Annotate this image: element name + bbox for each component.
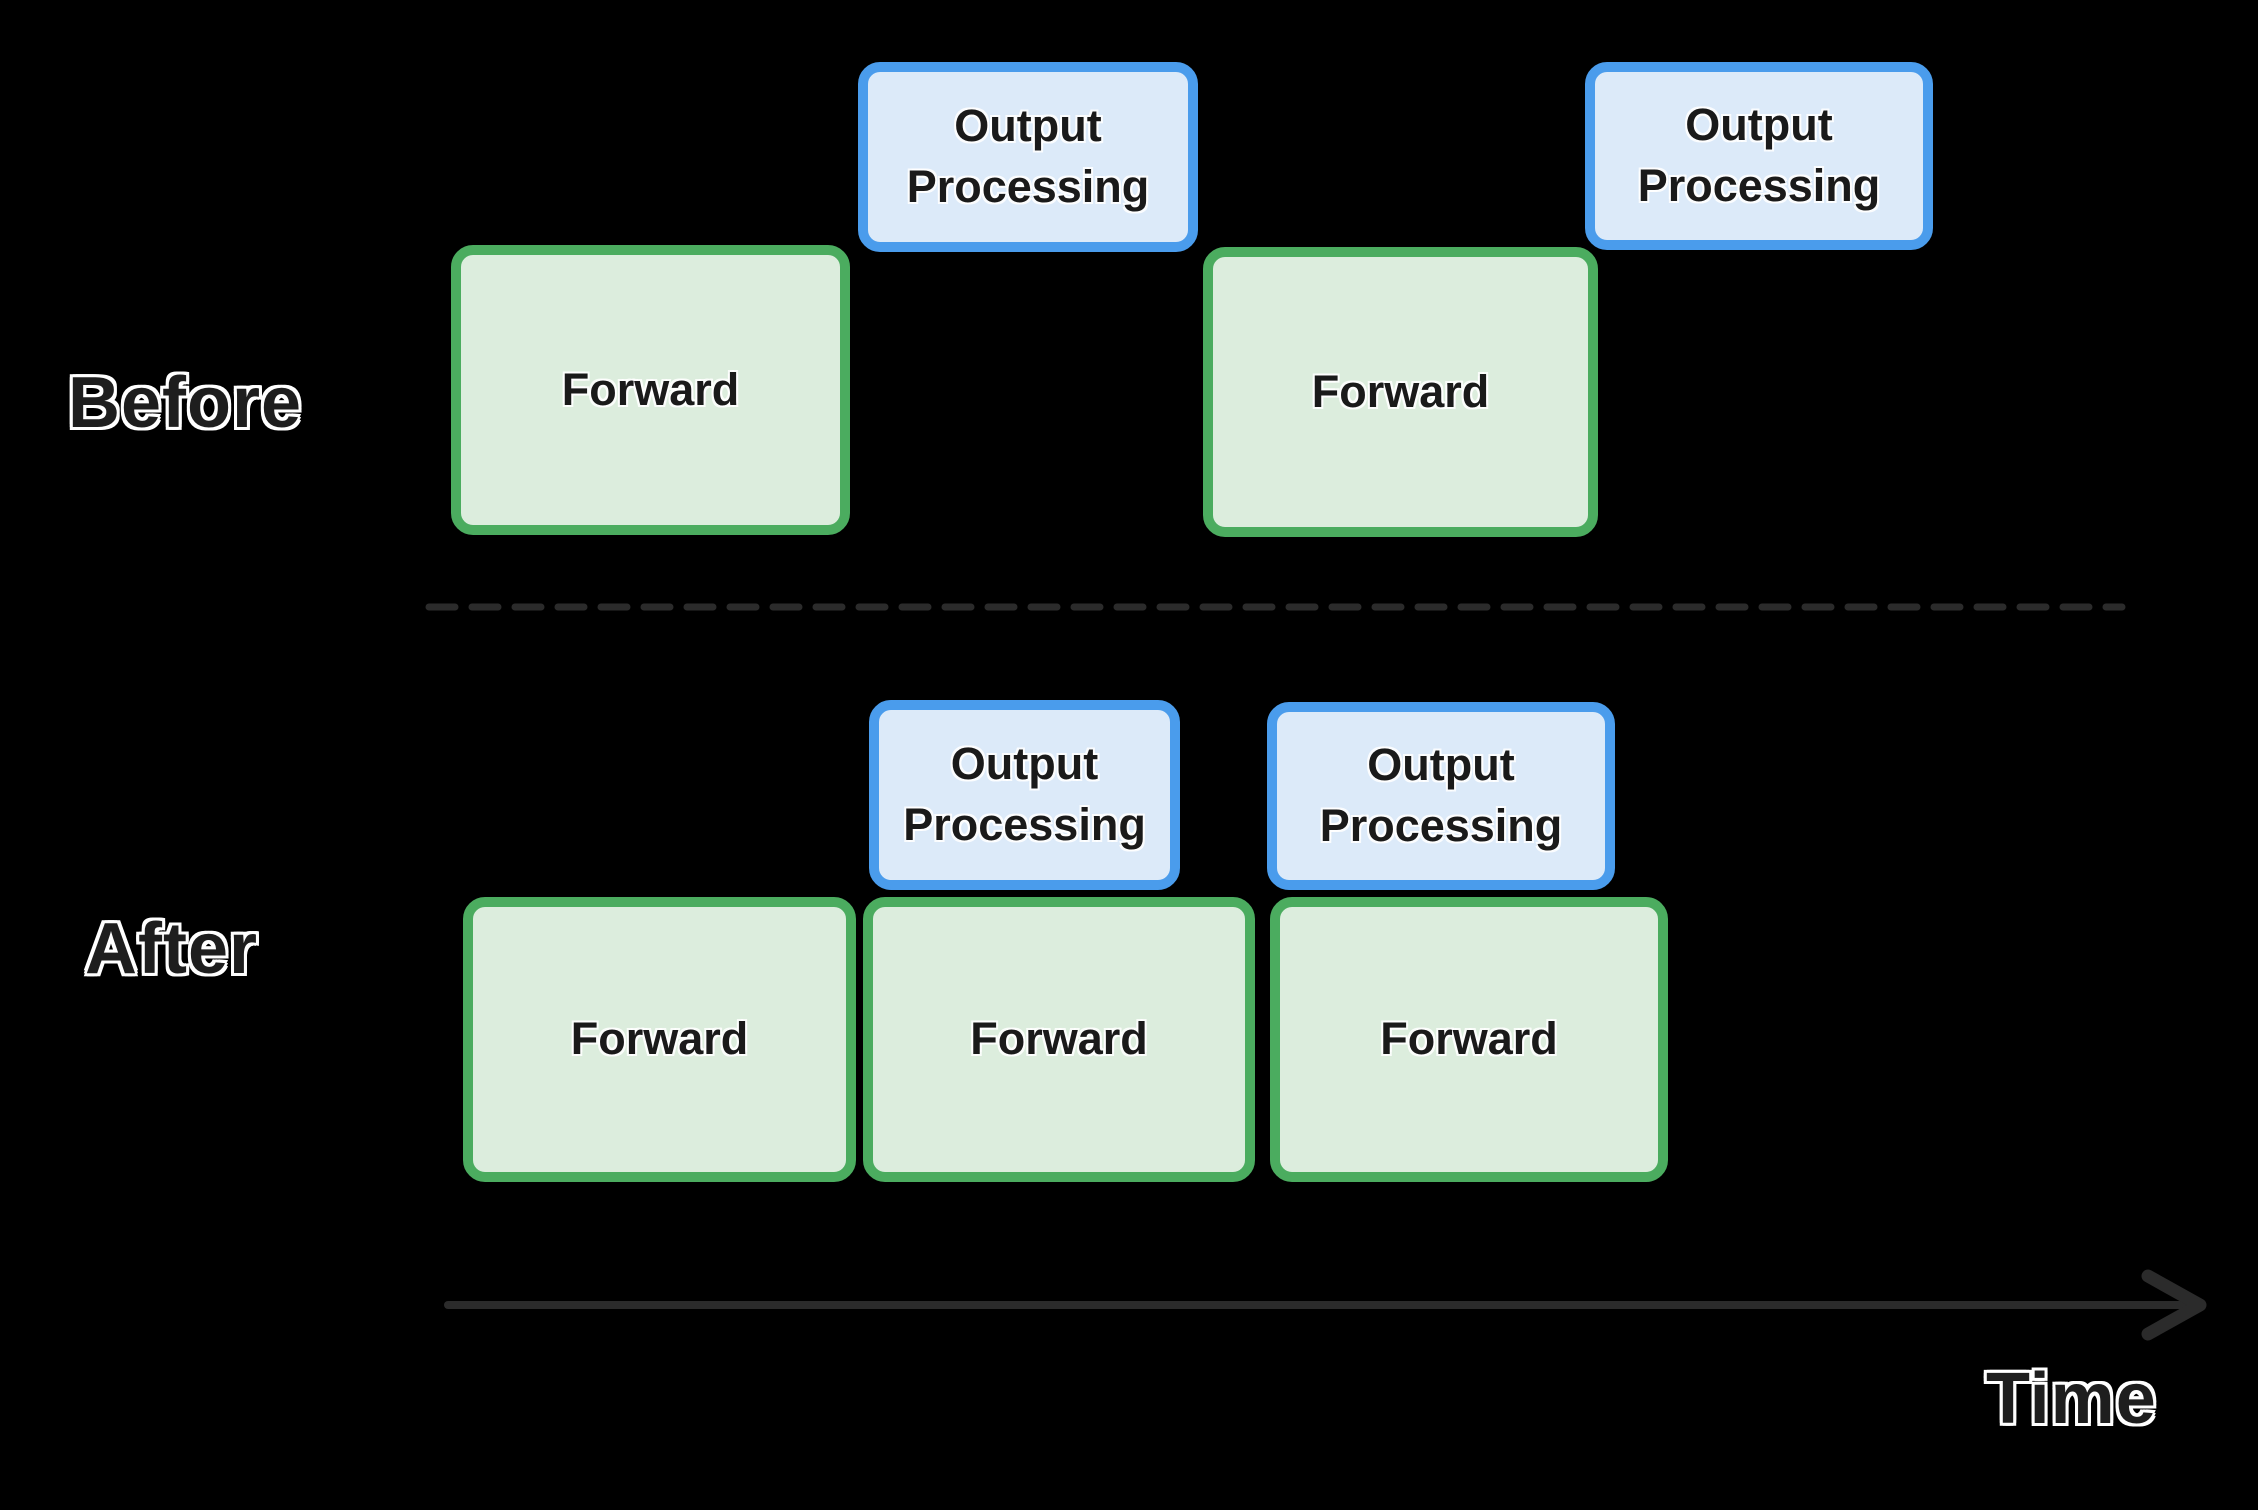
after-forward-box-3: Forward	[1270, 897, 1668, 1182]
before-forward-box-2: Forward	[1203, 247, 1598, 537]
after-forward-box-2: Forward	[863, 897, 1255, 1182]
before-forward-box-1: Forward	[451, 245, 850, 535]
after-output-processing-box-2: Output Processing	[1267, 702, 1615, 890]
after-forward-box-1: Forward	[463, 897, 856, 1182]
time-axis-label: Time	[1986, 1359, 2157, 1439]
before-section-label: Before	[68, 363, 303, 443]
after-section-label: After	[85, 909, 259, 989]
before-output-processing-box-1: Output Processing	[858, 62, 1198, 252]
before-output-processing-box-2: Output Processing	[1585, 62, 1933, 250]
after-output-processing-box-1: Output Processing	[869, 700, 1180, 890]
